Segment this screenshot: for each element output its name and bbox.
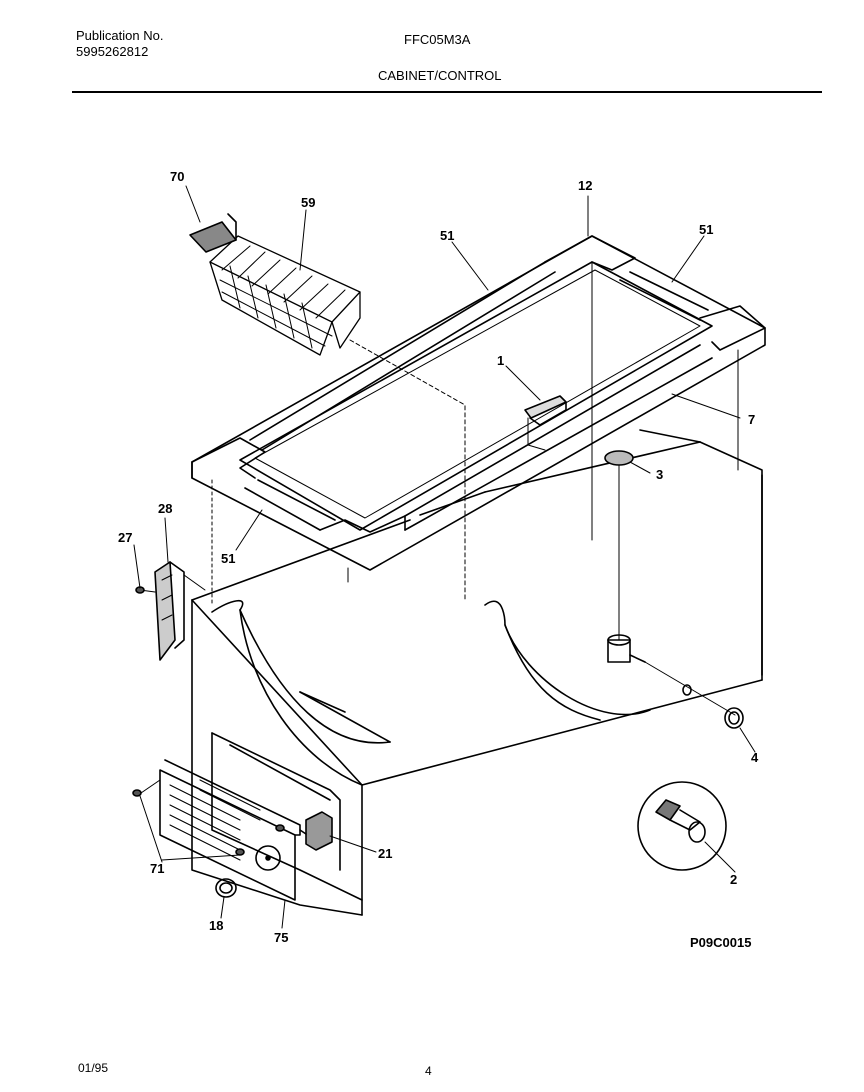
hinge [135,561,206,661]
drain-detail-inset [637,781,727,871]
callout-1: 1 [497,353,504,368]
callout-2: 2 [730,872,737,887]
figure-code: P09C0015 [690,935,752,950]
callout-59: 59 [301,195,315,210]
callout-3: 3 [656,467,663,482]
callout-4: 4 [751,750,759,765]
callout-28: 28 [158,501,172,516]
basket-divider [189,213,237,253]
control-knob [215,878,237,898]
wire-basket [209,235,466,601]
callout-7: 7 [748,412,755,427]
section-title: CABINET/CONTROL [378,68,502,83]
callout-51-left-bottom: 51 [221,551,235,566]
leader-lines [133,185,756,929]
grille-screws [132,779,285,856]
callout-51-right: 51 [699,222,713,237]
publication-date: 01/95 [78,1061,109,1075]
callout-18: 18 [209,918,223,933]
cabinet-body [191,429,763,916]
callout-27: 27 [118,530,132,545]
model-number: FFC05M3A [404,32,471,47]
callout-21: 21 [378,846,392,861]
callout-71: 71 [150,861,164,876]
callout-labels: 70 59 51 12 51 1 7 3 28 27 51 4 21 2 71 … [118,169,759,945]
drain-tube [607,634,744,729]
publication-label: Publication No. [76,28,164,43]
callout-51-left-top: 51 [440,228,454,243]
header-rule [72,91,822,93]
callout-75: 75 [274,930,288,945]
publication-number: 5995262812 [76,44,149,59]
drain-plug [604,450,634,641]
lid-handle [524,395,567,451]
temperature-control [299,811,333,851]
page-number: 4 [425,1064,432,1078]
callout-70: 70 [170,169,184,184]
callout-12: 12 [578,178,592,193]
lid-frame [191,235,766,606]
